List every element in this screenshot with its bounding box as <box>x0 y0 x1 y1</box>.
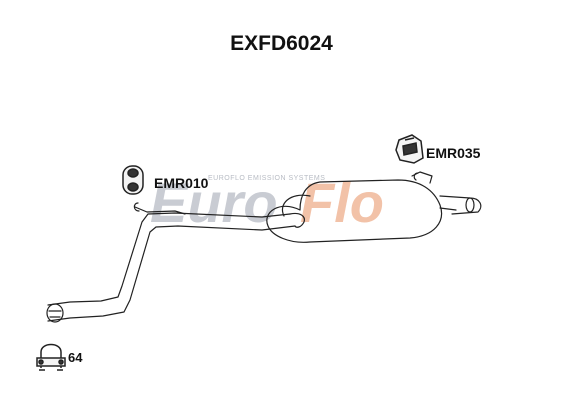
part-code-emr010: EMR010 <box>154 175 209 191</box>
watermark-tagline: EUROFLO EMISSION SYSTEMS <box>208 175 325 182</box>
euroflo-watermark: Euro Flo EUROFLO EMISSION SYSTEMS <box>150 171 384 234</box>
page-title: EXFD6024 <box>230 32 333 55</box>
rubber-mount-icon <box>122 165 144 195</box>
part-code-clamp: 64 <box>68 350 83 365</box>
exhaust-pipe <box>46 171 482 323</box>
part-code-emr035: EMR035 <box>426 145 481 161</box>
rubber-hanger-icon <box>395 134 424 164</box>
watermark-brand-first: Euro <box>150 171 278 234</box>
u-clamp-icon <box>36 343 66 371</box>
